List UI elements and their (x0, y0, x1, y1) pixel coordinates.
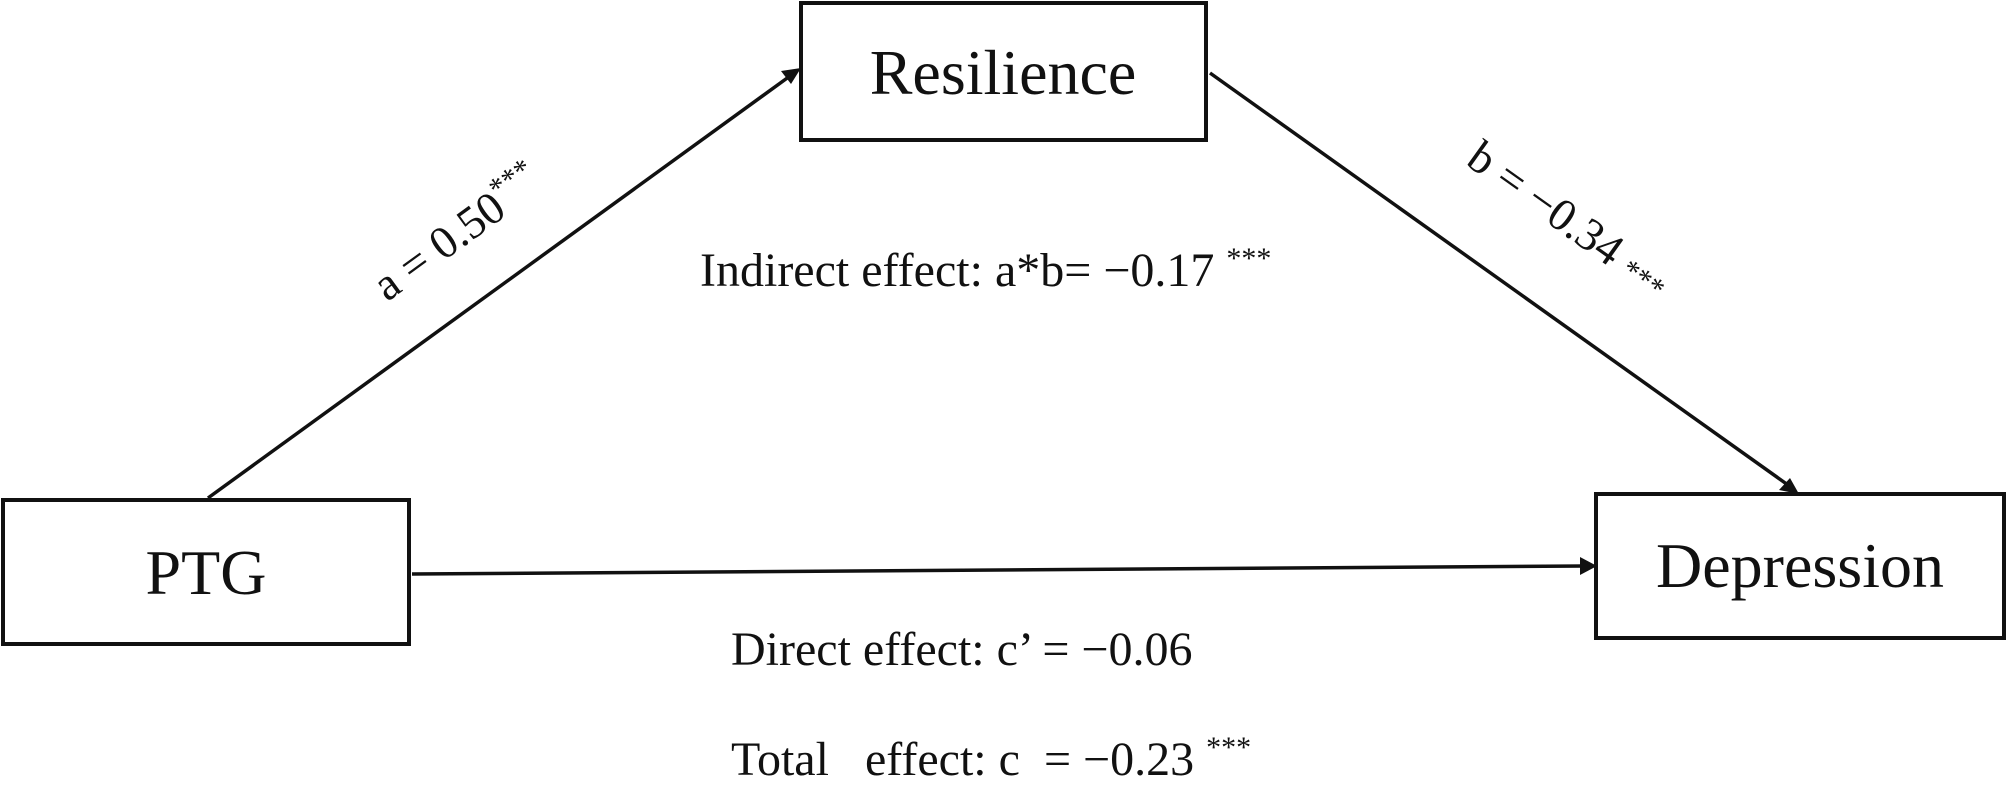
path-c-prime-arrow (411, 557, 1597, 576)
indirect-effect-label: Indirect effect: a*b= −0.17 *** (700, 242, 1271, 297)
outcome-node: Depression (1594, 492, 2006, 640)
mediator-node: Resilience (799, 1, 1208, 142)
direct-effect-label: Direct effect: c’ = −0.06 (731, 623, 1192, 676)
path-b-coefficient: b = −0.34 *** (1459, 130, 1680, 308)
predictor-label: PTG (146, 537, 267, 608)
total-effect-label: Total effect: c = −0.23 *** (731, 731, 1251, 786)
path-b-arrow (1208, 71, 1799, 494)
path-a-arrow (206, 68, 801, 500)
mediator-label: Resilience (870, 37, 1137, 108)
path-a-coefficient: a = 0.50*** (361, 152, 550, 310)
outcome-label: Depression (1656, 530, 1944, 601)
predictor-node: PTG (1, 498, 411, 646)
